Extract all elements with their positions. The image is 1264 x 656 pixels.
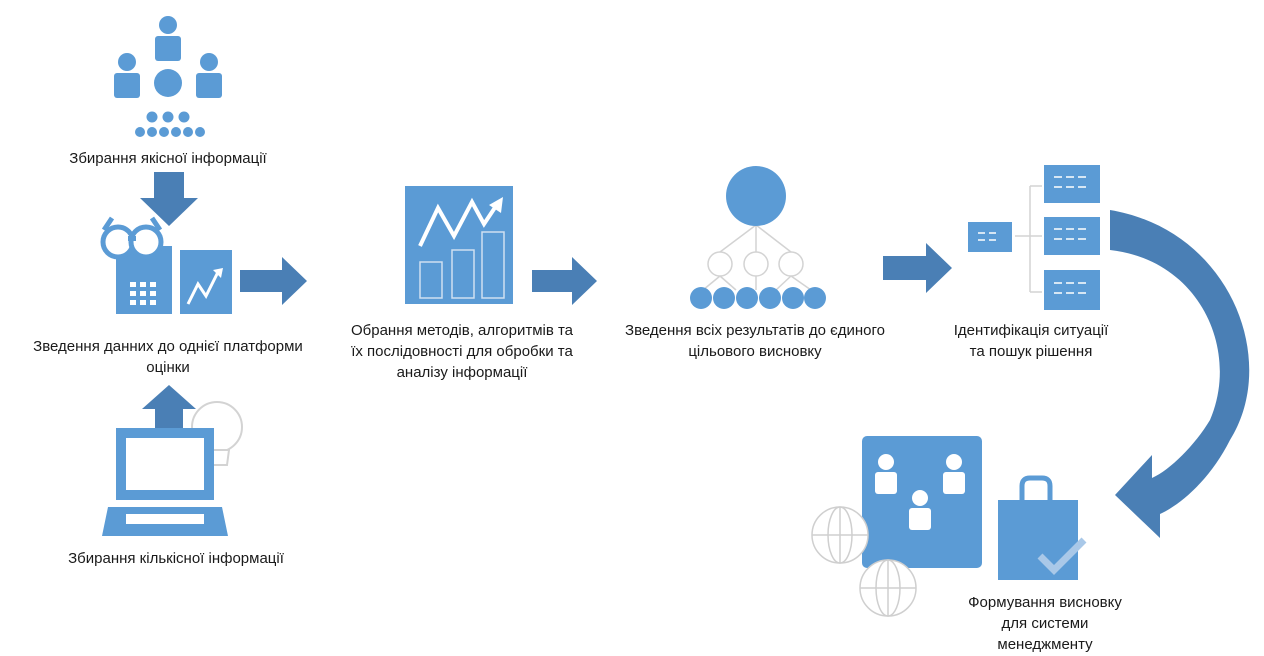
label-qualitative-info: Збирання якісної інформації bbox=[48, 148, 288, 169]
people-group-icon bbox=[114, 16, 222, 137]
arrow-right-icon bbox=[532, 257, 597, 305]
label-line: їх послідовності для обробки та bbox=[351, 343, 573, 360]
label-conclusion: Формування висновку для системи менеджме… bbox=[950, 592, 1140, 655]
label-line: менеджменту bbox=[997, 636, 1093, 653]
label-line: Зведення всіх результатів до єдиного bbox=[625, 322, 885, 339]
label-line: аналізу інформації bbox=[396, 364, 528, 381]
label-quantitative-info: Збирання кількісної інформації bbox=[40, 548, 312, 569]
label-line: Формування висновку bbox=[968, 594, 1122, 611]
hierarchy-icon bbox=[690, 166, 826, 309]
label-line: цільового висновку bbox=[688, 343, 822, 360]
label-line: для системи bbox=[1001, 615, 1089, 632]
curved-arrow-icon bbox=[1110, 210, 1250, 538]
label-methods-selection: Обрання методів, алгоритмів та їх послід… bbox=[330, 320, 594, 383]
arrow-down-icon bbox=[140, 172, 198, 226]
team-globe-bag-icon bbox=[811, 436, 1087, 617]
label-line: та пошук рішення bbox=[969, 343, 1093, 360]
arrow-up-icon bbox=[142, 385, 196, 435]
trend-chart-icon bbox=[405, 186, 513, 304]
label-line: Обрання методів, алгоритмів та bbox=[350, 322, 574, 339]
glasses-document-chart-icon bbox=[100, 216, 232, 314]
laptop-lightbulb-icon bbox=[102, 401, 243, 536]
label-line: Збирання кількісної інформації bbox=[68, 550, 284, 567]
label-line: Зведення данних до однієї платформи bbox=[33, 338, 303, 355]
arrow-right-icon bbox=[240, 257, 307, 305]
label-line: Збирання якісної інформації bbox=[69, 150, 267, 167]
arrow-right-icon bbox=[883, 243, 952, 293]
server-tree-icon bbox=[968, 165, 1100, 310]
label-results-summary: Зведення всіх результатів до єдиного ціл… bbox=[602, 320, 908, 362]
label-identification: Ідентифікація ситуації та пошук рішення bbox=[936, 320, 1126, 362]
label-line: Ідентифікація ситуації bbox=[953, 322, 1109, 339]
label-line: оцінки bbox=[146, 359, 190, 376]
label-data-consolidation: Зведення данних до однієї платформи оцін… bbox=[0, 336, 336, 378]
